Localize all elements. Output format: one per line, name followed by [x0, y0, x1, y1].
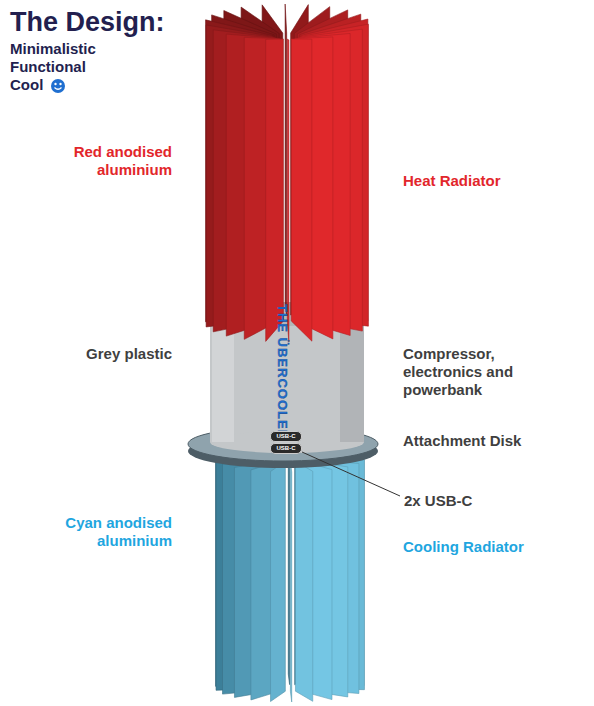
fin [285, 4, 287, 315]
brand-name: THE ÜBERCOOLER [274, 304, 290, 440]
smiley-icon [51, 79, 65, 93]
port-label: USB-C [270, 431, 302, 442]
material-label: Grey plastic [70, 345, 172, 363]
leader-line [302, 452, 400, 496]
heat-radiator-fins [206, 4, 369, 342]
material-label: Red anodised aluminium [60, 143, 172, 179]
subtitle: Cool [10, 76, 50, 94]
cooling-radiator-fins [216, 444, 365, 702]
title: The Design: [10, 6, 165, 38]
callout-label: 2x USB-C [404, 492, 524, 510]
part-label: Heat Radiator [403, 172, 573, 190]
fin [290, 461, 291, 702]
port-label: USB-C [270, 443, 302, 454]
part-label: Attachment Disk [403, 432, 573, 450]
fin [295, 461, 312, 701]
part-label: Cooling Radiator [403, 538, 573, 556]
material-label: Cyan anodised aluminium [60, 514, 172, 550]
subtitle: Minimalistic [10, 40, 150, 58]
fin [271, 461, 286, 701]
subtitle: Functional [10, 58, 150, 76]
fin [287, 39, 289, 342]
part-label: Compressor, electronics and powerbank [403, 345, 538, 399]
fin [266, 39, 284, 341]
fin [288, 444, 289, 685]
fin [291, 39, 312, 341]
